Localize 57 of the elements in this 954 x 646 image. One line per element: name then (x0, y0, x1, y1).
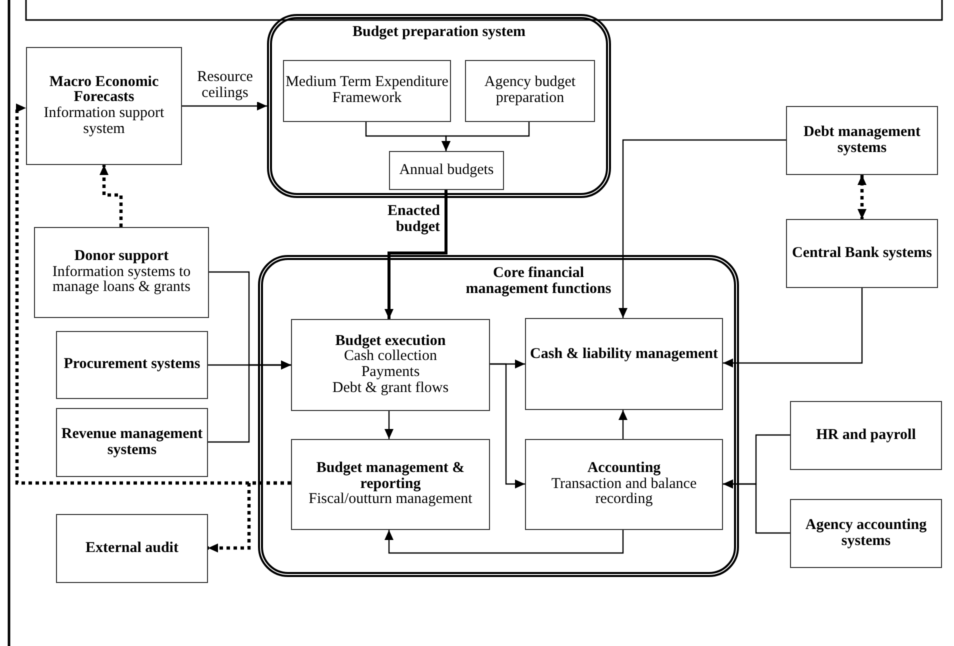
node-description: Fiscal/outturn management (308, 492, 472, 508)
process-box (56, 514, 208, 583)
node-title: Agency accounting systems (804, 518, 928, 550)
connector-arrow (618, 410, 628, 439)
process-box (389, 151, 504, 190)
node-description: Cash collection (344, 349, 437, 365)
node-description: Information support system (42, 106, 166, 138)
connector-arrow (208, 360, 291, 443)
process-box (525, 439, 723, 530)
node-title: Budget management & reporting (315, 460, 466, 492)
process-box (790, 401, 942, 470)
node-title: Budget preparation system (352, 25, 526, 41)
connector-arrow (100, 165, 123, 227)
process-box (291, 319, 490, 411)
node-title: Medium Term Expenditure Framework (284, 75, 450, 107)
node-title: Cash & liability management (530, 347, 718, 363)
process-box (786, 106, 938, 175)
connector-arrow (384, 190, 448, 319)
node-description: Payments (361, 365, 420, 381)
process-box (790, 499, 942, 568)
process-box (465, 60, 595, 122)
group-container (258, 255, 739, 577)
process-box (525, 318, 723, 410)
node-title: Budget execution (335, 334, 446, 350)
connector-arrow (208, 481, 291, 552)
process-box (34, 227, 209, 318)
node-title: Procurement systems (64, 357, 200, 373)
node-title: Revenue management systems (60, 426, 204, 458)
node-title: Accounting (587, 460, 661, 477)
process-box (56, 331, 208, 399)
connector-arrow (858, 175, 866, 219)
node-title: HR and payroll (816, 428, 916, 444)
process-box (291, 439, 490, 530)
connector-arrow (490, 363, 525, 488)
node-title: Debt management systems (802, 124, 922, 156)
node-title: Annual budgets (399, 162, 494, 178)
process-box (26, 47, 182, 165)
connector-arrow (723, 288, 863, 368)
connector-arrow (618, 139, 786, 318)
connector-arrow (442, 122, 530, 151)
connector-arrow (384, 411, 394, 439)
node-title: Donor support (74, 248, 169, 265)
process-box (56, 408, 208, 477)
node-description: Debt & grant flows (332, 380, 449, 396)
connector-arrow (723, 480, 790, 534)
node-title: Macro Economic Forecasts (48, 74, 160, 106)
process-box (786, 219, 938, 288)
node-title: Agency budget preparation (483, 75, 577, 107)
process-box (283, 60, 451, 122)
group-container (267, 14, 611, 198)
node-title: External audit (86, 540, 178, 556)
node-description: Transaction and balance recording (550, 476, 698, 508)
node-title: Core financial management functions (464, 266, 612, 298)
connector-arrow (384, 530, 624, 554)
node-description: Information systems to manage loans & grants (51, 264, 192, 296)
node-title: Central Bank systems (792, 246, 932, 262)
connector-arrow (182, 102, 267, 110)
